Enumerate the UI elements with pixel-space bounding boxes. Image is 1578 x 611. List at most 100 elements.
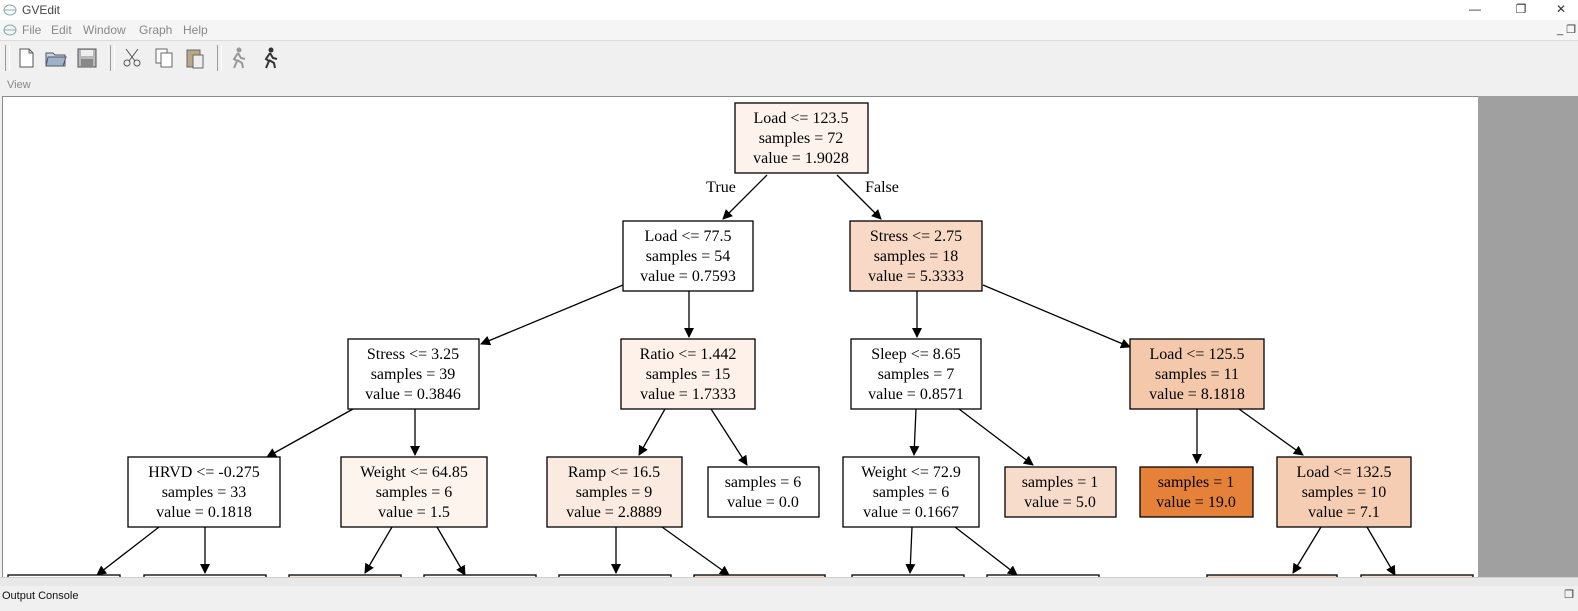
node-value: value = 0.3846 [365,386,461,403]
copy-icon[interactable] [152,46,176,70]
tree-node-partial[interactable] [693,574,826,578]
node-value: value = 0.0 [727,494,799,511]
node-value: value = 5.0 [1024,494,1096,511]
float-dock-icon[interactable]: ❐ [1564,589,1574,601]
tree-node-partial[interactable] [1360,574,1474,578]
edge-label-false: False [865,179,899,196]
tree-node-n8[interactable]: Weight <= 64.85 samples = 6 value = 1.5 [340,456,488,528]
tree-node-n0[interactable]: Load <= 123.5 samples = 72 value = 1.902… [734,102,869,174]
edge-label-true: True [706,179,736,196]
tree-node-n5[interactable]: Sleep <= 8.65 samples = 7 value = 0.8571 [850,338,982,410]
tree-node-partial[interactable] [288,574,402,578]
tree-node-n10[interactable]: samples = 6 value = 0.0 [707,466,820,518]
node-samples: samples = 10 [1302,484,1387,501]
mdi-background [1478,96,1578,577]
restore-button[interactable]: ❐ [1515,2,1527,16]
node-value: value = 19.0 [1156,494,1236,511]
toolbar [0,40,1578,76]
mdi-window-controls[interactable]: _ ❐ [1556,24,1576,36]
node-label: Load <= 123.5 [754,110,849,127]
menu-window[interactable]: Window [83,23,126,37]
toolbar-grip[interactable] [5,45,10,71]
run-icon[interactable] [257,46,281,70]
layout-icon[interactable] [226,46,250,70]
tree-node-partial[interactable] [986,574,1100,578]
minimize-button[interactable]: — [1469,2,1481,16]
node-value: value = 2.8889 [566,504,662,521]
edge-n9-child2 [661,526,730,576]
edge-n3-n7 [266,408,354,458]
edge-n14-child2 [1366,526,1396,576]
node-samples: samples = 6 [873,484,950,501]
menu-help[interactable]: Help [183,23,208,37]
tree-node-n13[interactable]: samples = 1 value = 19.0 [1139,466,1254,518]
view-bar: View [0,75,1578,95]
tree-node-n7[interactable]: HRVD <= -0.275 samples = 33 value = 0.18… [127,456,281,528]
paste-icon[interactable] [183,46,207,70]
node-samples: samples = 72 [759,130,844,147]
tree-node-partial[interactable] [558,574,672,578]
node-value: value = 8.1818 [1149,386,1245,403]
edge-n11-child1 [905,526,916,574]
node-samples: samples = 1 [1158,474,1235,491]
tree-node-partial[interactable] [851,574,965,578]
tree-node-n9[interactable]: Ramp <= 16.5 samples = 9 value = 2.8889 [546,456,683,528]
edge-n7-child1 [96,526,160,576]
tree-node-partial[interactable] [423,574,537,578]
edge-n1-n3 [480,284,624,346]
node-value: value = 1.7333 [640,386,736,403]
edge-n4-n10 [710,408,748,466]
node-label: Weight <= 64.85 [360,464,468,481]
tree-node-n14[interactable]: Load <= 132.5 samples = 10 value = 7.1 [1276,456,1412,528]
node-value: value = 0.7593 [640,268,736,285]
tree-node-n11[interactable]: Weight <= 72.9 samples = 6 value = 0.166… [842,456,980,528]
node-samples: samples = 54 [646,248,731,265]
tree-node-n3[interactable]: Stress <= 3.25 samples = 39 value = 0.38… [347,338,480,410]
output-console-dock: Output Console ❐ [0,586,1578,611]
node-label: Sleep <= 8.65 [871,346,961,363]
edge-n4-n9 [638,408,666,456]
node-samples: samples = 33 [162,484,247,501]
tree-node-partial[interactable] [1206,574,1338,578]
menu-file[interactable]: File [22,23,42,37]
node-samples: samples = 6 [376,484,453,501]
tree-node-n1[interactable]: Load <= 77.5 samples = 54 value = 0.7593 [622,220,754,292]
node-samples: samples = 39 [371,366,456,383]
tree-node-n6[interactable]: Load <= 125.5 samples = 11 value = 8.181… [1129,338,1265,410]
node-value: value = 0.1818 [156,504,252,521]
menu-edit[interactable]: Edit [51,23,72,37]
node-samples: samples = 18 [874,248,959,265]
splitter[interactable] [0,577,1578,587]
node-samples: samples = 6 [725,474,802,491]
toolbar-grip-2[interactable] [110,45,115,71]
menu-bar: File Edit Window Graph Help _ ❐ [0,20,1578,40]
tree-node-n4[interactable]: Ratio <= 1.442 samples = 15 value = 1.73… [620,338,756,410]
tree-node-partial[interactable] [143,574,267,578]
edge-n0-n1 [722,174,768,220]
node-label: HRVD <= -0.275 [148,464,259,481]
tree-node-partial[interactable] [7,574,121,578]
edge-n0-n2 [836,174,882,220]
new-file-icon[interactable] [14,46,38,70]
window-title: GVEdit [22,3,61,17]
edge-n6-n14 [1238,408,1304,456]
node-label: Stress <= 2.75 [870,228,962,245]
node-samples: samples = 15 [646,366,731,383]
node-label: Weight <= 72.9 [861,464,961,481]
cut-icon[interactable] [120,46,144,70]
menu-graph[interactable]: Graph [139,23,173,37]
node-samples: samples = 7 [878,366,955,383]
node-value: value = 1.9028 [753,150,849,167]
document-icon [3,24,17,36]
save-icon[interactable] [75,46,99,70]
decision-tree-graph: True False Load <= 123.5 samples = 72 va… [7,102,1474,578]
output-console-label: Output Console [2,590,79,602]
close-button[interactable]: ✕ [1555,2,1567,16]
open-folder-icon[interactable] [44,46,68,70]
tree-node-n2[interactable]: Stress <= 2.75 samples = 18 value = 5.33… [849,220,983,292]
toolbar-grip-3[interactable] [217,45,222,71]
node-samples: samples = 1 [1022,474,1099,491]
tree-node-n12[interactable]: samples = 1 value = 5.0 [1004,466,1117,518]
graph-viewport[interactable]: True False Load <= 123.5 samples = 72 va… [2,96,1479,578]
node-label: Load <= 77.5 [645,228,732,245]
